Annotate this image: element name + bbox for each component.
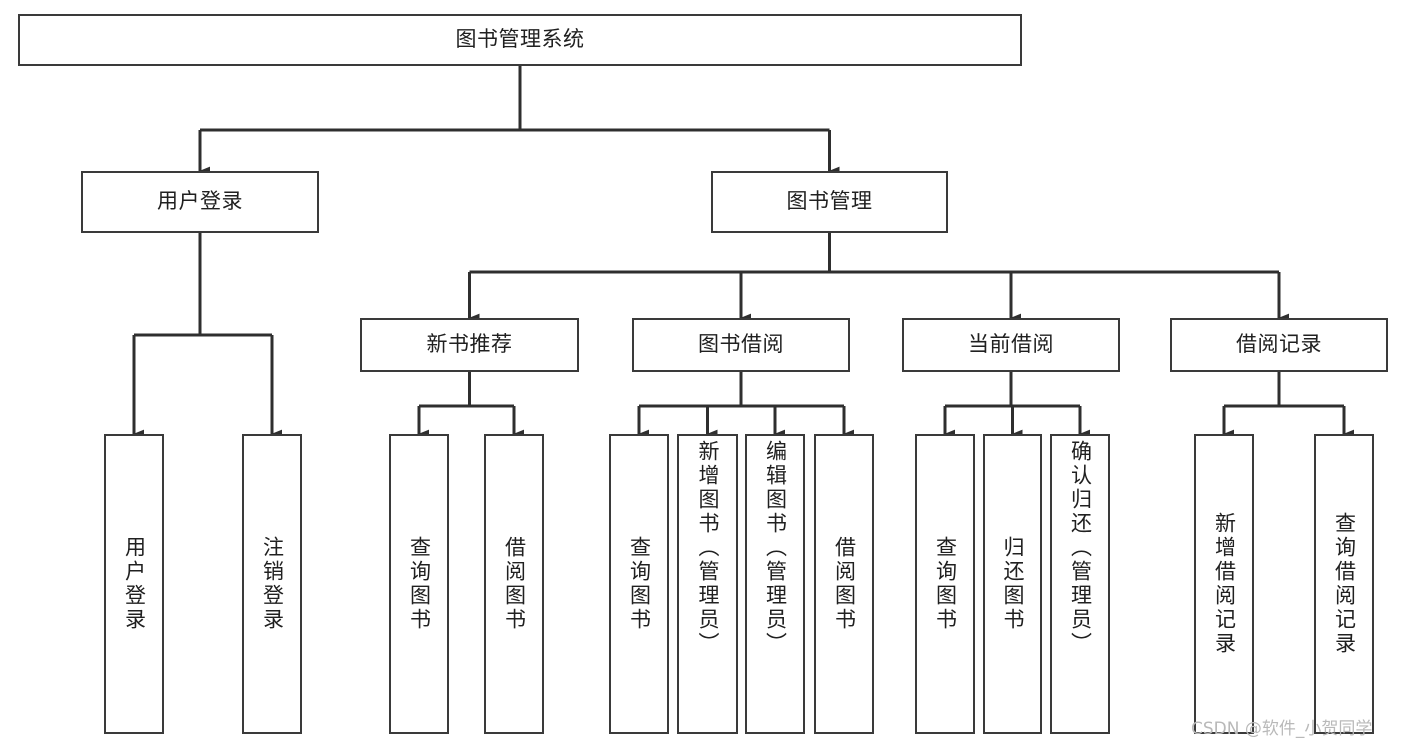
edge-paths (132, 66, 1355, 439)
node-leaf-return-book[interactable]: 归还图书 (983, 434, 1042, 734)
node-label: 用户登录 (122, 536, 147, 632)
node-label: 借阅记录 (1236, 332, 1322, 357)
node-label: 查询借阅记录 (1332, 512, 1357, 656)
node-label: 图书管理系统 (455, 27, 585, 52)
node-label: 查询图书 (933, 536, 958, 632)
node-new-book-recommend[interactable]: 新书推荐 (360, 318, 579, 372)
node-leaf-user-login[interactable]: 用户登录 (104, 434, 164, 734)
node-label: 确认归还（管理员） (1068, 440, 1093, 656)
node-leaf-query-book-3[interactable]: 查询图书 (915, 434, 975, 734)
node-current-borrow[interactable]: 当前借阅 (902, 318, 1120, 372)
node-book-borrow[interactable]: 图书借阅 (632, 318, 850, 372)
node-leaf-query-book-1[interactable]: 查询图书 (389, 434, 449, 734)
node-label: 查询图书 (407, 536, 432, 632)
node-label: 用户登录 (157, 189, 243, 214)
node-leaf-confirm-return[interactable]: 确认归还（管理员） (1050, 434, 1110, 734)
node-leaf-add-book[interactable]: 新增图书（管理员） (677, 434, 738, 734)
node-leaf-query-record[interactable]: 查询借阅记录 (1314, 434, 1374, 734)
node-label: 图书管理 (786, 189, 873, 214)
node-label: 查询图书 (627, 536, 652, 632)
node-root[interactable]: 图书管理系统 (18, 14, 1022, 66)
node-borrow-record[interactable]: 借阅记录 (1170, 318, 1388, 372)
node-label: 借阅图书 (832, 536, 857, 632)
node-label: 归还图书 (1001, 536, 1025, 632)
node-leaf-borrow-book-1[interactable]: 借阅图书 (484, 434, 544, 734)
node-leaf-logout[interactable]: 注销登录 (242, 434, 302, 734)
node-label: 图书借阅 (698, 332, 784, 357)
node-label: 当前借阅 (968, 332, 1054, 357)
node-user-login[interactable]: 用户登录 (81, 171, 319, 233)
node-label: 注销登录 (260, 536, 285, 632)
node-leaf-add-record[interactable]: 新增借阅记录 (1194, 434, 1254, 734)
node-book-manage[interactable]: 图书管理 (711, 171, 948, 233)
node-leaf-edit-book[interactable]: 编辑图书（管理员） (745, 434, 805, 734)
node-label: 新书推荐 (426, 332, 513, 357)
node-label: 新增图书（管理员） (696, 440, 720, 656)
node-label: 新增借阅记录 (1212, 512, 1237, 656)
node-leaf-query-book-2[interactable]: 查询图书 (609, 434, 669, 734)
watermark-text: CSDN @软件_小贺同学 (1191, 719, 1373, 739)
node-label: 编辑图书（管理员） (763, 440, 788, 656)
node-label: 借阅图书 (502, 536, 527, 632)
node-leaf-borrow-book-2[interactable]: 借阅图书 (814, 434, 874, 734)
